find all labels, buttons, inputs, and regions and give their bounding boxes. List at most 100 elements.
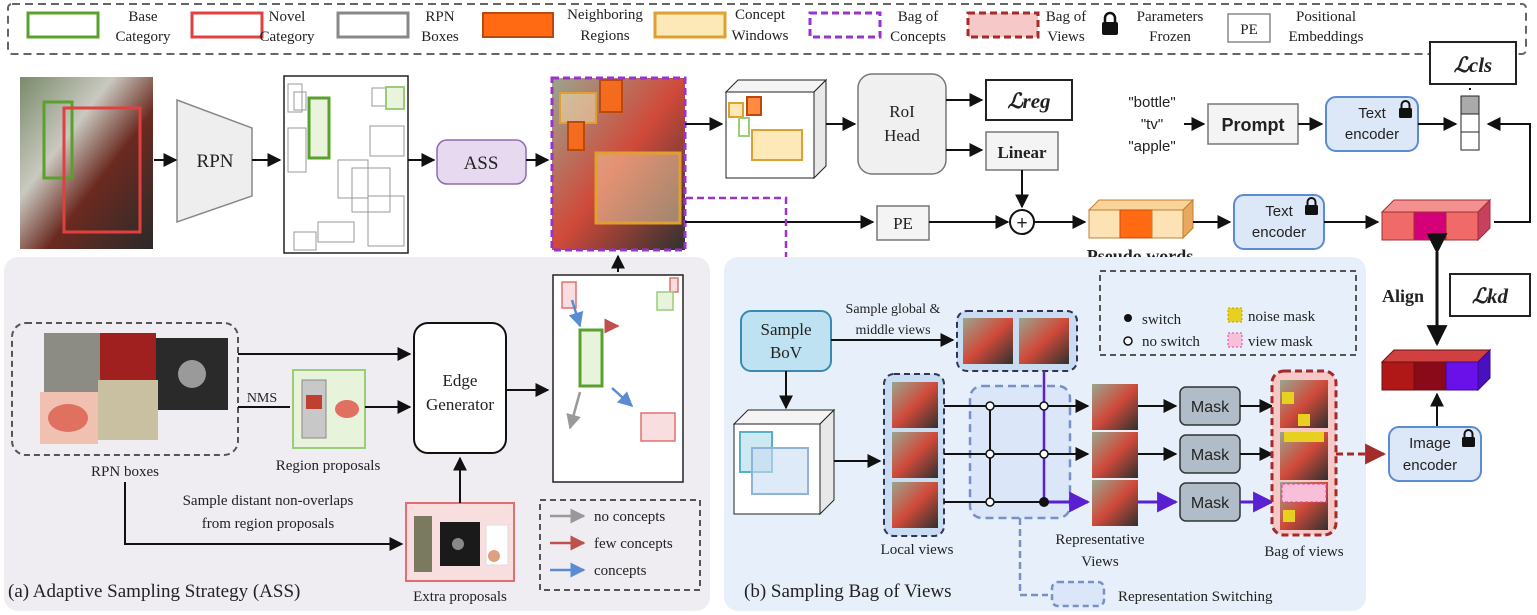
legend-view-mask: view mask: [1248, 334, 1313, 350]
legend-boc-swatch: [808, 11, 882, 39]
rpn-block: [176, 98, 253, 224]
legend-bov-line2: Views: [1047, 29, 1085, 45]
legend-bov-swatch: [966, 11, 1040, 39]
panel-b-caption: (b) Sampling Bag of Views: [744, 581, 952, 602]
extra-proposals-caption: Extra proposals: [413, 589, 507, 605]
legend: Base Category Novel Category RPN Boxes N…: [7, 3, 1527, 55]
panel-a-caption: (a) Adaptive Sampling Strategy (ASS): [8, 581, 300, 602]
edge-generator-line1: Edge: [443, 371, 478, 390]
loss-cls-box: [1429, 41, 1517, 85]
mask-label-2: Mask: [1191, 447, 1230, 464]
lock-icon: [1102, 11, 1118, 35]
legend-no-switch: no switch: [1142, 334, 1200, 350]
legend-neighbor-line1: Neighboring: [567, 7, 643, 23]
image-encoder-line2: encoder: [1403, 457, 1457, 474]
loss-kd-label: ℒkd: [1472, 284, 1509, 308]
representation-switching-caption: Representation Switching: [1118, 589, 1273, 605]
region-proposals-caption: Region proposals: [276, 458, 381, 474]
panel-b: Sample BoV Sample global & middle views …: [724, 257, 1387, 611]
edge-generator-line2: Generator: [426, 395, 494, 414]
text-encoder-lower-line1: Text: [1265, 203, 1293, 220]
legend-frozen-line1: Parameters: [1137, 9, 1204, 25]
legend-boc-line1: Bag of: [898, 9, 938, 25]
roi-head-line1: RoI: [889, 102, 915, 121]
legend-rpn-swatch: [336, 11, 410, 39]
panel-a: RPN boxes NMS Region proposals Edge Gene…: [4, 254, 710, 611]
representative-line2: Views: [1081, 554, 1119, 570]
legend-few-concepts: few concepts: [594, 536, 673, 552]
feature-cube-top: [724, 78, 828, 180]
text-embedding-blocks: [1380, 198, 1492, 242]
rpn-boxes-caption: RPN boxes: [91, 464, 159, 480]
legend-pe-line2: Embeddings: [1289, 29, 1364, 45]
legend-novel-line1: Novel: [269, 9, 306, 25]
legend-base-line2: Category: [116, 29, 171, 45]
linear-label: Linear: [997, 143, 1047, 162]
word-bottle: "bottle": [1128, 94, 1175, 111]
legend-frozen-line2: Frozen: [1149, 29, 1191, 45]
legend-novel-swatch: [190, 11, 264, 39]
sum-label: +: [1016, 213, 1027, 234]
cls-vector: [1460, 95, 1480, 151]
legend-novel-line2: Category: [260, 29, 315, 45]
legend-pe-swatch: [1227, 13, 1271, 43]
edge-generator-block: [413, 322, 507, 454]
legend-rpn-line2: Boxes: [421, 29, 459, 45]
mask-label-1: Mask: [1191, 399, 1230, 416]
legend-base-line1: Base: [128, 9, 158, 25]
loss-kd-box: [1449, 273, 1531, 317]
loss-cls-label: ℒcls: [1454, 53, 1492, 77]
sample-distant-line2: from region proposals: [202, 516, 335, 532]
image-encoder-line1: Image: [1409, 435, 1451, 452]
align-label: Align: [1382, 286, 1424, 306]
prompt-label: Prompt: [1222, 115, 1285, 135]
ass-label: ASS: [464, 153, 499, 174]
legend-base-swatch: [26, 11, 100, 39]
word-tv: "tv": [1141, 116, 1163, 133]
rpn-boxes-panel: [283, 75, 409, 254]
pe-block: [876, 205, 930, 241]
text-encoder-upper-line1: Text: [1358, 105, 1386, 122]
legend-switch: switch: [1142, 312, 1182, 328]
feature-cube-bov: [732, 408, 836, 516]
local-views-caption: Local views: [881, 542, 954, 558]
prompt-block: [1207, 103, 1299, 145]
loss-reg-box: [985, 79, 1073, 121]
legend-neighbor-swatch: [482, 12, 554, 38]
legend-concept-line2: Windows: [732, 28, 789, 44]
legend-neighbor-line2: Regions: [580, 28, 629, 44]
legend-no-concepts: no concepts: [594, 509, 665, 525]
legend-concept-line1: Concept: [735, 7, 786, 23]
legend-pe-box-label: PE: [1240, 22, 1258, 38]
rpn-boxes-crops: [40, 333, 228, 444]
loss-reg-label: ℒreg: [1007, 89, 1050, 113]
text-encoder-lower-line2: encoder: [1252, 224, 1306, 241]
image-encoder-block: [1388, 426, 1482, 482]
sample-bov-line2: BoV: [770, 343, 803, 362]
image-embedding-blocks: [1380, 348, 1492, 392]
sample-bov-line1: Sample: [761, 320, 812, 339]
legend-boc-line2: Concepts: [890, 29, 946, 45]
lock-icon: [1305, 197, 1318, 215]
input-image: [20, 77, 153, 249]
legend-noise-mask: noise mask: [1248, 309, 1316, 325]
legend-concept-swatch: [653, 11, 727, 39]
mask-label-3: Mask: [1191, 495, 1230, 512]
legend-bov-line1: Bag of: [1046, 9, 1086, 25]
pe-label: PE: [893, 214, 913, 233]
sample-global-line1: Sample global &: [846, 302, 941, 317]
top-pipeline: RPN ASS: [20, 41, 1531, 482]
rpn-label: RPN: [197, 151, 234, 172]
roi-head-block: [857, 73, 947, 175]
lock-icon: [1399, 100, 1412, 118]
bag-of-views-caption: Bag of views: [1264, 544, 1343, 560]
roi-head-line2: Head: [884, 126, 920, 145]
word-apple: "apple": [1128, 138, 1175, 155]
bag-of-concepts-image: [550, 76, 687, 252]
representative-line1: Representative: [1055, 532, 1144, 548]
text-encoder-upper-line2: encoder: [1345, 126, 1399, 143]
ass-block: [436, 139, 527, 185]
nms-label: NMS: [247, 391, 277, 406]
pseudo-words-blocks: [1087, 198, 1195, 240]
